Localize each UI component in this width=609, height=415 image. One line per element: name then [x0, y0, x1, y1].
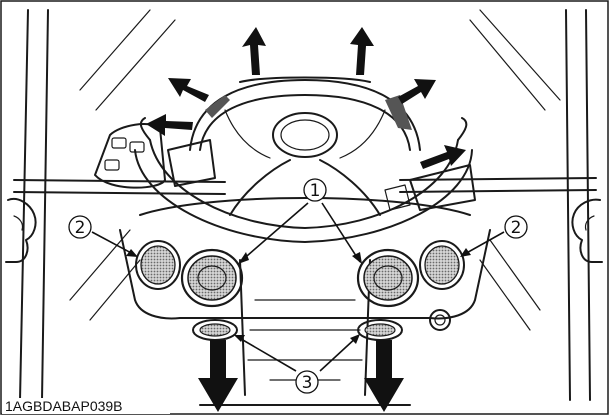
left-hand: [5, 198, 37, 263]
arrow-down-left: [198, 340, 238, 412]
svg-text:2: 2: [75, 218, 86, 238]
arrow-left-lower: [146, 114, 193, 136]
leader-lines: [91, 202, 505, 372]
control-knob: [429, 309, 451, 331]
arrow-right-lower: [420, 145, 466, 169]
airflow-arrows: [146, 27, 466, 412]
callout-3: 3: [295, 370, 319, 394]
callout-1: 1: [303, 178, 327, 202]
callout-2-left: 2: [68, 215, 92, 239]
svg-text:3: 3: [302, 373, 313, 393]
left-control-pod: [94, 123, 216, 189]
arrow-up-left: [242, 27, 266, 75]
arrow-down-right: [364, 340, 404, 412]
side-vent-left: [135, 240, 181, 290]
right-hand: [571, 198, 603, 263]
arrow-right-upper: [398, 79, 436, 104]
floor-vent-left: [192, 319, 238, 341]
svg-text:2: 2: [511, 218, 522, 238]
center-vent-right: [356, 248, 420, 308]
arrow-up-right: [350, 27, 374, 75]
center-vent-left: [180, 248, 244, 308]
svg-text:1: 1: [310, 181, 321, 201]
steering-wheel: [134, 76, 473, 243]
right-control-pod: [384, 164, 476, 211]
floor-vent-right: [357, 319, 403, 341]
arrow-left-upper: [168, 78, 209, 102]
side-vent-right: [419, 240, 465, 290]
figure-code: 1AGBDABAP039B: [5, 398, 123, 414]
callout-2-right: 2: [504, 215, 528, 239]
